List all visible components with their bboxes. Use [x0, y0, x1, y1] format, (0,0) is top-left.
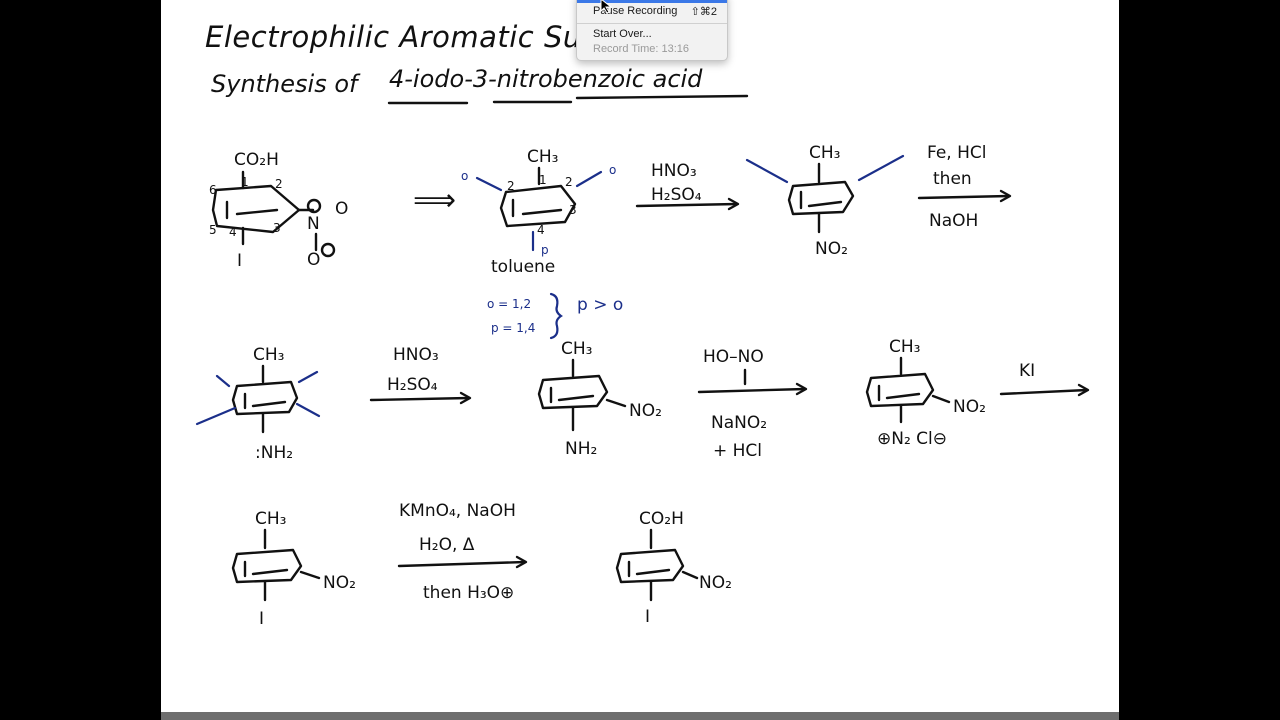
reagent-plus-hcl: + HCl — [713, 441, 762, 461]
note-result: p > o — [577, 295, 623, 315]
pos-5: 5 — [209, 223, 217, 237]
target-top-group: CO₂H — [234, 150, 279, 170]
whiteboard-canvas: Electrophilic Aromatic Sub Synthesis of … — [161, 0, 1119, 712]
nitrous-acid: HO–NO — [703, 347, 764, 367]
reagent-hno3-2: HNO₃ — [393, 345, 439, 365]
reaction-arrow-5 — [999, 388, 1089, 396]
reagent-h2so4: H₂SO₄ — [651, 185, 702, 205]
subtitle-target: 4-iodo-3-nitrobenzoic acid — [389, 65, 703, 93]
iodo-ring — [231, 548, 303, 584]
reaction-arrow-3 — [369, 396, 471, 402]
page-title: Electrophilic Aromatic Sub — [205, 20, 601, 54]
nitro-toluidine-nitro: NO₂ — [629, 401, 662, 421]
nitro-o1: O — [335, 199, 348, 219]
subtitle-prefix: Synthesis of — [211, 70, 361, 98]
pos-3: 3 — [273, 221, 281, 235]
toluidine-molecule: CH₃ :NH₂ — [195, 345, 321, 463]
pos-6: 6 — [209, 183, 217, 197]
para-label: p — [541, 243, 549, 257]
reagent-then: then — [933, 169, 972, 189]
nitro-toluidine-amine: NH₂ — [565, 439, 597, 459]
target-iodine: I — [237, 251, 242, 271]
product-molecule: CO₂H NO₂ I — [615, 509, 732, 627]
menu-highlight-row[interactable] — [577, 0, 727, 3]
tol-pos-3: 3 — [569, 203, 577, 217]
reagent-then-h3o: then H₃O⊕ — [423, 583, 514, 603]
start-over-item[interactable]: Start Over... — [593, 28, 652, 40]
benzene-ring — [211, 184, 301, 234]
product-iodine: I — [645, 607, 650, 627]
pos-4: 4 — [229, 225, 237, 239]
diazonium-nitro: NO₂ — [953, 397, 986, 417]
underline-3 — [575, 94, 749, 100]
mouse-cursor-icon — [600, 0, 613, 14]
iodo-nitro: NO₂ — [323, 573, 356, 593]
diazonium-methyl: CH₃ — [889, 337, 920, 357]
ortho-label-right: o — [609, 163, 616, 177]
pos-1: 1 — [241, 175, 249, 189]
iodo-iodine: I — [259, 609, 264, 629]
iodo-nitrotoluene-molecule: CH₃ NO₂ I — [231, 509, 356, 629]
reagent-hno3: HNO₃ — [651, 161, 697, 181]
diazonium-group: ⊕N₂ Cl⊖ — [877, 429, 947, 449]
tol-pos-2b: 2 — [565, 175, 573, 189]
tol-pos-1: 1 — [539, 173, 547, 187]
bottom-scrollbar-track[interactable] — [161, 712, 1119, 720]
toluene-label: toluene — [491, 257, 555, 277]
reagent-h2o-heat: H₂O, Δ — [419, 535, 475, 555]
nitrotoluene-methyl: CH₃ — [809, 143, 840, 163]
reagent-naoh: NaOH — [929, 211, 978, 231]
nitrotoluene-ring — [787, 180, 855, 216]
reagent-ki: KI — [1019, 361, 1035, 381]
toluidine-methyl: CH₃ — [253, 345, 284, 365]
nitro-o2: O — [307, 250, 320, 270]
note-brace — [549, 292, 563, 340]
product-nitro: NO₂ — [699, 573, 732, 593]
tol-pos-4: 4 — [537, 223, 545, 237]
product-ring — [615, 548, 685, 584]
menu-separator — [577, 23, 727, 24]
nitro-toluidine-methyl: CH₃ — [561, 339, 592, 359]
toluene-ring — [499, 184, 577, 228]
diazonium-molecule: CH₃ NO₂ ⊕N₂ Cl⊖ — [865, 337, 986, 449]
recording-menu: Pause Recording ⇧⌘2 Start Over... Record… — [576, 0, 728, 61]
reaction-arrow-1 — [635, 202, 739, 208]
reagent-h2so4-2: H₂SO₄ — [387, 375, 438, 395]
pos-2: 2 — [275, 177, 283, 191]
iodo-methyl: CH₃ — [255, 509, 286, 529]
reagent-fe-hcl: Fe, HCl — [927, 143, 987, 163]
record-time-label: Record Time: 13:16 — [593, 43, 689, 55]
nitrotoluene-nitro: NO₂ — [815, 239, 848, 259]
nitro-n: N — [307, 214, 320, 234]
reaction-arrow-6 — [397, 560, 527, 568]
reaction-arrow-4 — [697, 387, 807, 394]
nitro-toluidine-molecule: CH₃ NO₂ NH₂ — [537, 339, 662, 459]
nitrotoluene-molecule: CH₃ NO₂ — [745, 143, 905, 259]
handwritten-notes: Electrophilic Aromatic Sub Synthesis of … — [195, 20, 1090, 629]
reagent-kmno4: KMnO₄, NaOH — [399, 501, 516, 521]
reagent-nano2: NaNO₂ — [711, 413, 767, 433]
reaction-arrow-2 — [917, 194, 1011, 200]
note-ortho: o = 1,2 — [487, 297, 531, 311]
note-para: p = 1,4 — [491, 321, 535, 335]
diazonium-ring — [865, 372, 935, 408]
toluidine-amine: :NH₂ — [255, 443, 293, 463]
retrosynthesis-arrow: ⟹ — [413, 183, 456, 218]
pause-recording-item[interactable]: Pause Recording — [593, 5, 678, 17]
ortho-label-left: o — [461, 169, 468, 183]
toluene-molecule: CH₃ toluene o o p 1 2 2 3 4 — [461, 147, 616, 277]
nitro-toluidine-ring — [537, 374, 609, 410]
product-carboxyl: CO₂H — [639, 509, 684, 529]
target-molecule: CO₂H N O O I 1 2 3 4 5 6 — [209, 150, 348, 271]
toluene-methyl: CH₃ — [527, 147, 558, 167]
toluidine-ring — [231, 380, 299, 416]
tol-pos-2a: 2 — [507, 179, 515, 193]
pause-recording-shortcut: ⇧⌘2 — [690, 6, 717, 18]
